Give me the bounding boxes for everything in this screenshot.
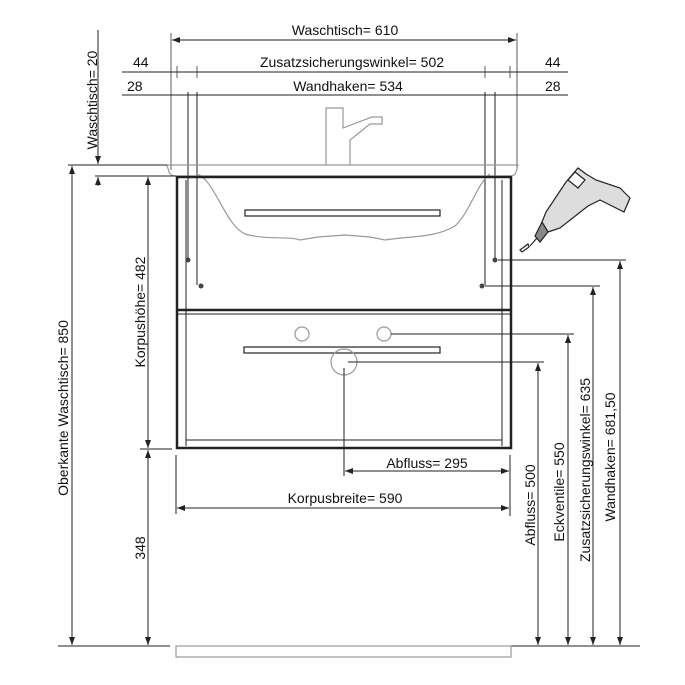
wandhaken-height-dimension: Wandhaken= 681,50 [498, 259, 626, 645]
abfluss-height-label: Abfluss= 500 [522, 464, 538, 546]
waschtisch-width-dimension: Waschtisch= 610 [170, 22, 518, 170]
drill-icon [519, 167, 631, 253]
wandhaken-width-dimension: 28 Wandhaken= 534 28 [122, 78, 568, 96]
abfluss-horizontal-label: Abfluss= 295 [386, 455, 468, 471]
eckventile-height-dimension: Eckventile= 550 [391, 333, 574, 645]
eckventile-height-label: Eckventile= 550 [551, 442, 567, 541]
abfluss-horizontal-dimension: Abfluss= 295 [343, 368, 511, 516]
zusatz-height-label: Zusatzsicherungswinkel= 635 [577, 378, 593, 562]
zusatz-offset-left: 44 [133, 54, 149, 70]
zusatz-width-dimension: 44 Zusatzsicherungswinkel= 502 44 [122, 54, 568, 78]
floor-gap-label: 348 [132, 536, 148, 560]
korpusbreite-dimension: Korpusbreite= 590 [175, 455, 509, 514]
wandhaken-offset-left: 28 [127, 78, 143, 94]
drawer-handle-top [244, 209, 441, 217]
korpusbreite-label: Korpusbreite= 590 [288, 490, 403, 506]
abfluss-height-dimension: Abfluss= 500 [348, 361, 544, 645]
wandhaken-offset-right: 28 [545, 78, 561, 94]
drawer-handle-bottom [243, 346, 441, 354]
faucet-icon [325, 107, 383, 165]
zusatz-offset-right: 44 [545, 54, 561, 70]
zusatz-height-dimension: Zusatzsicherungswinkel= 635 [485, 285, 600, 645]
floor-gap-dimension: 348 [132, 450, 151, 645]
waschtisch-height-label: Waschtisch= 20 [84, 50, 100, 149]
zusatz-width-label: Zusatzsicherungswinkel= 502 [260, 54, 444, 70]
korpushoehe-dimension: Korpushöhe= 482 [132, 177, 172, 450]
korpushoehe-label: Korpushöhe= 482 [132, 256, 148, 367]
waschtisch-width-label: Waschtisch= 610 [292, 22, 399, 38]
floor-plinth [175, 645, 512, 658]
oberkante-label: Oberkante Waschtisch= 850 [55, 320, 71, 496]
waschtisch-height-dimension: Waschtisch= 20 [68, 30, 176, 186]
wandhaken-height-label: Wandhaken= 681,50 [602, 392, 618, 521]
wandhaken-width-label: Wandhaken= 534 [293, 78, 403, 94]
oberkante-dimension: Oberkante Waschtisch= 850 [55, 166, 75, 645]
